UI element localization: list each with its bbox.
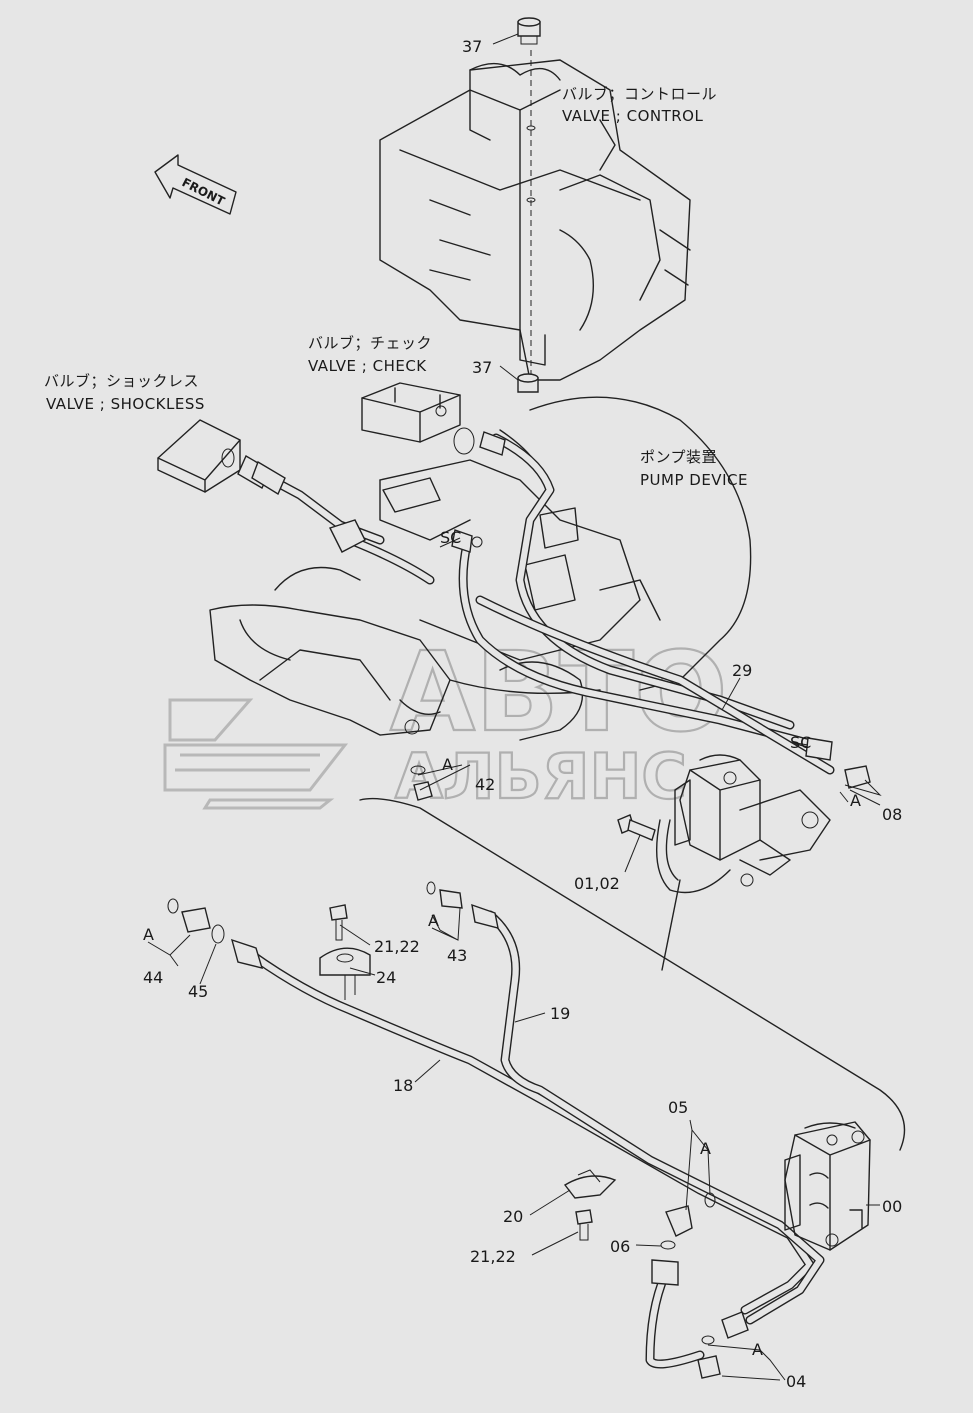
part-37-mid: 37 <box>472 358 492 377</box>
label-control-valve-jp: バルブ；コントロール <box>562 85 717 103</box>
hose-fittings <box>237 427 871 801</box>
label-sc-1: SC <box>440 528 461 547</box>
part-00: 00 <box>882 1197 902 1216</box>
ref-a-42: A <box>442 755 453 774</box>
part-42: 42 <box>475 775 495 794</box>
clamp-20 <box>563 1169 617 1199</box>
pump-hoses <box>241 433 835 894</box>
watermark-line2: АЛЬЯНС <box>395 740 687 813</box>
part-24: 24 <box>376 968 396 987</box>
reference-marks: A A A A A A <box>143 755 861 1359</box>
gear-pump-upper <box>674 754 831 887</box>
watermark-logo <box>163 698 349 810</box>
part-29: 29 <box>732 661 752 680</box>
part-18: 18 <box>393 1076 413 1095</box>
adapter-43 <box>426 881 463 909</box>
elbow-05 <box>665 1192 716 1237</box>
part-20: 20 <box>503 1207 523 1226</box>
plug-37-top <box>517 17 541 45</box>
section-connector <box>661 879 681 971</box>
text-labels: バルブ；コントロール VALVE ; CONTROL バルブ；チェック VALV… <box>44 85 811 752</box>
part-numbers: 37 37 29 42 08 01,02 21,22 43 24 44 45 1… <box>143 37 902 1391</box>
adapter-44 <box>167 898 211 933</box>
label-check-valve-en: VALVE ; CHECK <box>308 357 427 375</box>
shockless-valve <box>157 419 241 493</box>
label-shockless-valve-en: VALVE ; SHOCKLESS <box>46 395 205 413</box>
ref-a-04: A <box>752 1340 763 1359</box>
label-control-valve-en: VALVE ; CONTROL <box>562 107 703 125</box>
part-04: 04 <box>786 1372 806 1391</box>
bolt-21-22-lower <box>575 1209 593 1241</box>
label-shockless-valve-jp: バルブ；ショックレス <box>44 372 199 390</box>
bolt-21-22-upper <box>329 904 348 941</box>
label-pump-device-en: PUMP DEVICE <box>640 471 748 489</box>
lower-hoses <box>230 903 825 1369</box>
part-06: 06 <box>610 1237 630 1256</box>
o-ring-45 <box>211 924 225 944</box>
watermark: АВТО АЛЬЯНС <box>163 627 729 814</box>
front-label: FRONT <box>180 175 228 209</box>
label-sc-2: SC <box>790 733 811 752</box>
part-08: 08 <box>882 805 902 824</box>
ref-a-08: A <box>850 791 861 810</box>
ref-a-43: A <box>428 911 439 930</box>
ref-a-44: A <box>143 925 154 944</box>
bolt-01-02 <box>617 814 656 841</box>
front-arrow: FRONT <box>154 154 237 215</box>
clamp-24 <box>319 947 371 1000</box>
part-21-22-upper: 21,22 <box>374 937 420 956</box>
label-check-valve-jp: バルブ；チェック <box>308 334 432 352</box>
check-valve <box>361 382 461 443</box>
part-37-top: 37 <box>462 37 482 56</box>
part-21-22-lower: 21,22 <box>470 1247 516 1266</box>
leader-lines <box>147 33 882 1381</box>
label-pump-device-jp: ポンプ装置 <box>640 448 717 466</box>
o-ring-06 <box>660 1240 676 1250</box>
ref-a-05: A <box>700 1139 711 1158</box>
plug-37-mid <box>517 373 539 393</box>
part-45: 45 <box>188 982 208 1001</box>
part-43: 43 <box>447 946 467 965</box>
part-01-02: 01,02 <box>574 874 620 893</box>
elbow-04 <box>697 1335 721 1379</box>
section-boundary <box>359 797 906 1151</box>
part-44: 44 <box>143 968 163 987</box>
gear-pump-00 <box>784 1121 871 1251</box>
part-05: 05 <box>668 1098 688 1117</box>
control-valve <box>379 50 691 381</box>
part-19: 19 <box>550 1004 570 1023</box>
